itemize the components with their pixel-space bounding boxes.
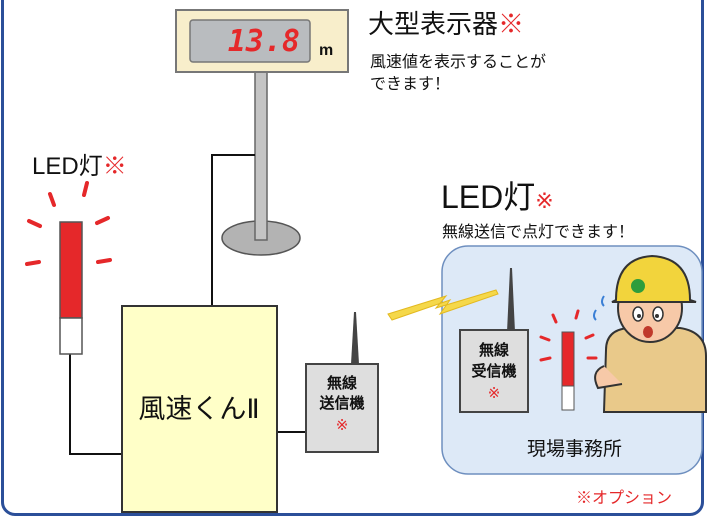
display-sign-desc-line2: できます！ xyxy=(370,76,451,93)
option-note: ※オプション xyxy=(576,490,673,507)
site-office-label: 現場事務所 xyxy=(527,439,623,460)
display-unit: m xyxy=(319,42,333,59)
main-unit-label: 風速くんⅡ xyxy=(138,394,259,424)
receiver-line1: 無線 xyxy=(479,341,509,359)
worker-character xyxy=(593,254,707,413)
led-right-title: LED灯※ xyxy=(441,179,554,215)
wire-display xyxy=(211,154,255,306)
display-reading: 13.8 xyxy=(228,24,300,59)
transmitter-mark: ※ xyxy=(336,417,349,434)
transmitter-antenna xyxy=(351,312,359,364)
pole xyxy=(254,59,268,241)
transmitter-line1: 無線 xyxy=(327,374,357,392)
receiver-antenna xyxy=(507,268,515,332)
led-lamp-left xyxy=(25,181,112,355)
display-screen xyxy=(189,19,311,63)
led-lamp-office xyxy=(539,309,598,411)
transmitter-line2: 送信機 xyxy=(318,394,364,412)
wireless-signal xyxy=(387,289,499,321)
wire-led xyxy=(69,354,122,455)
led-left-title: LED灯※ xyxy=(32,153,127,180)
led-right-desc: 無線送信で点灯できます！ xyxy=(442,224,635,241)
display-sign-desc-line1: 風速値を表示することが xyxy=(370,54,547,71)
receiver-line2: 受信機 xyxy=(471,362,516,380)
receiver-box xyxy=(459,329,529,413)
display-sign-title: 大型表示器※ xyxy=(368,9,525,39)
transmitter-box xyxy=(305,363,379,453)
receiver-mark: ※ xyxy=(488,385,501,402)
main-unit-box xyxy=(121,305,278,513)
